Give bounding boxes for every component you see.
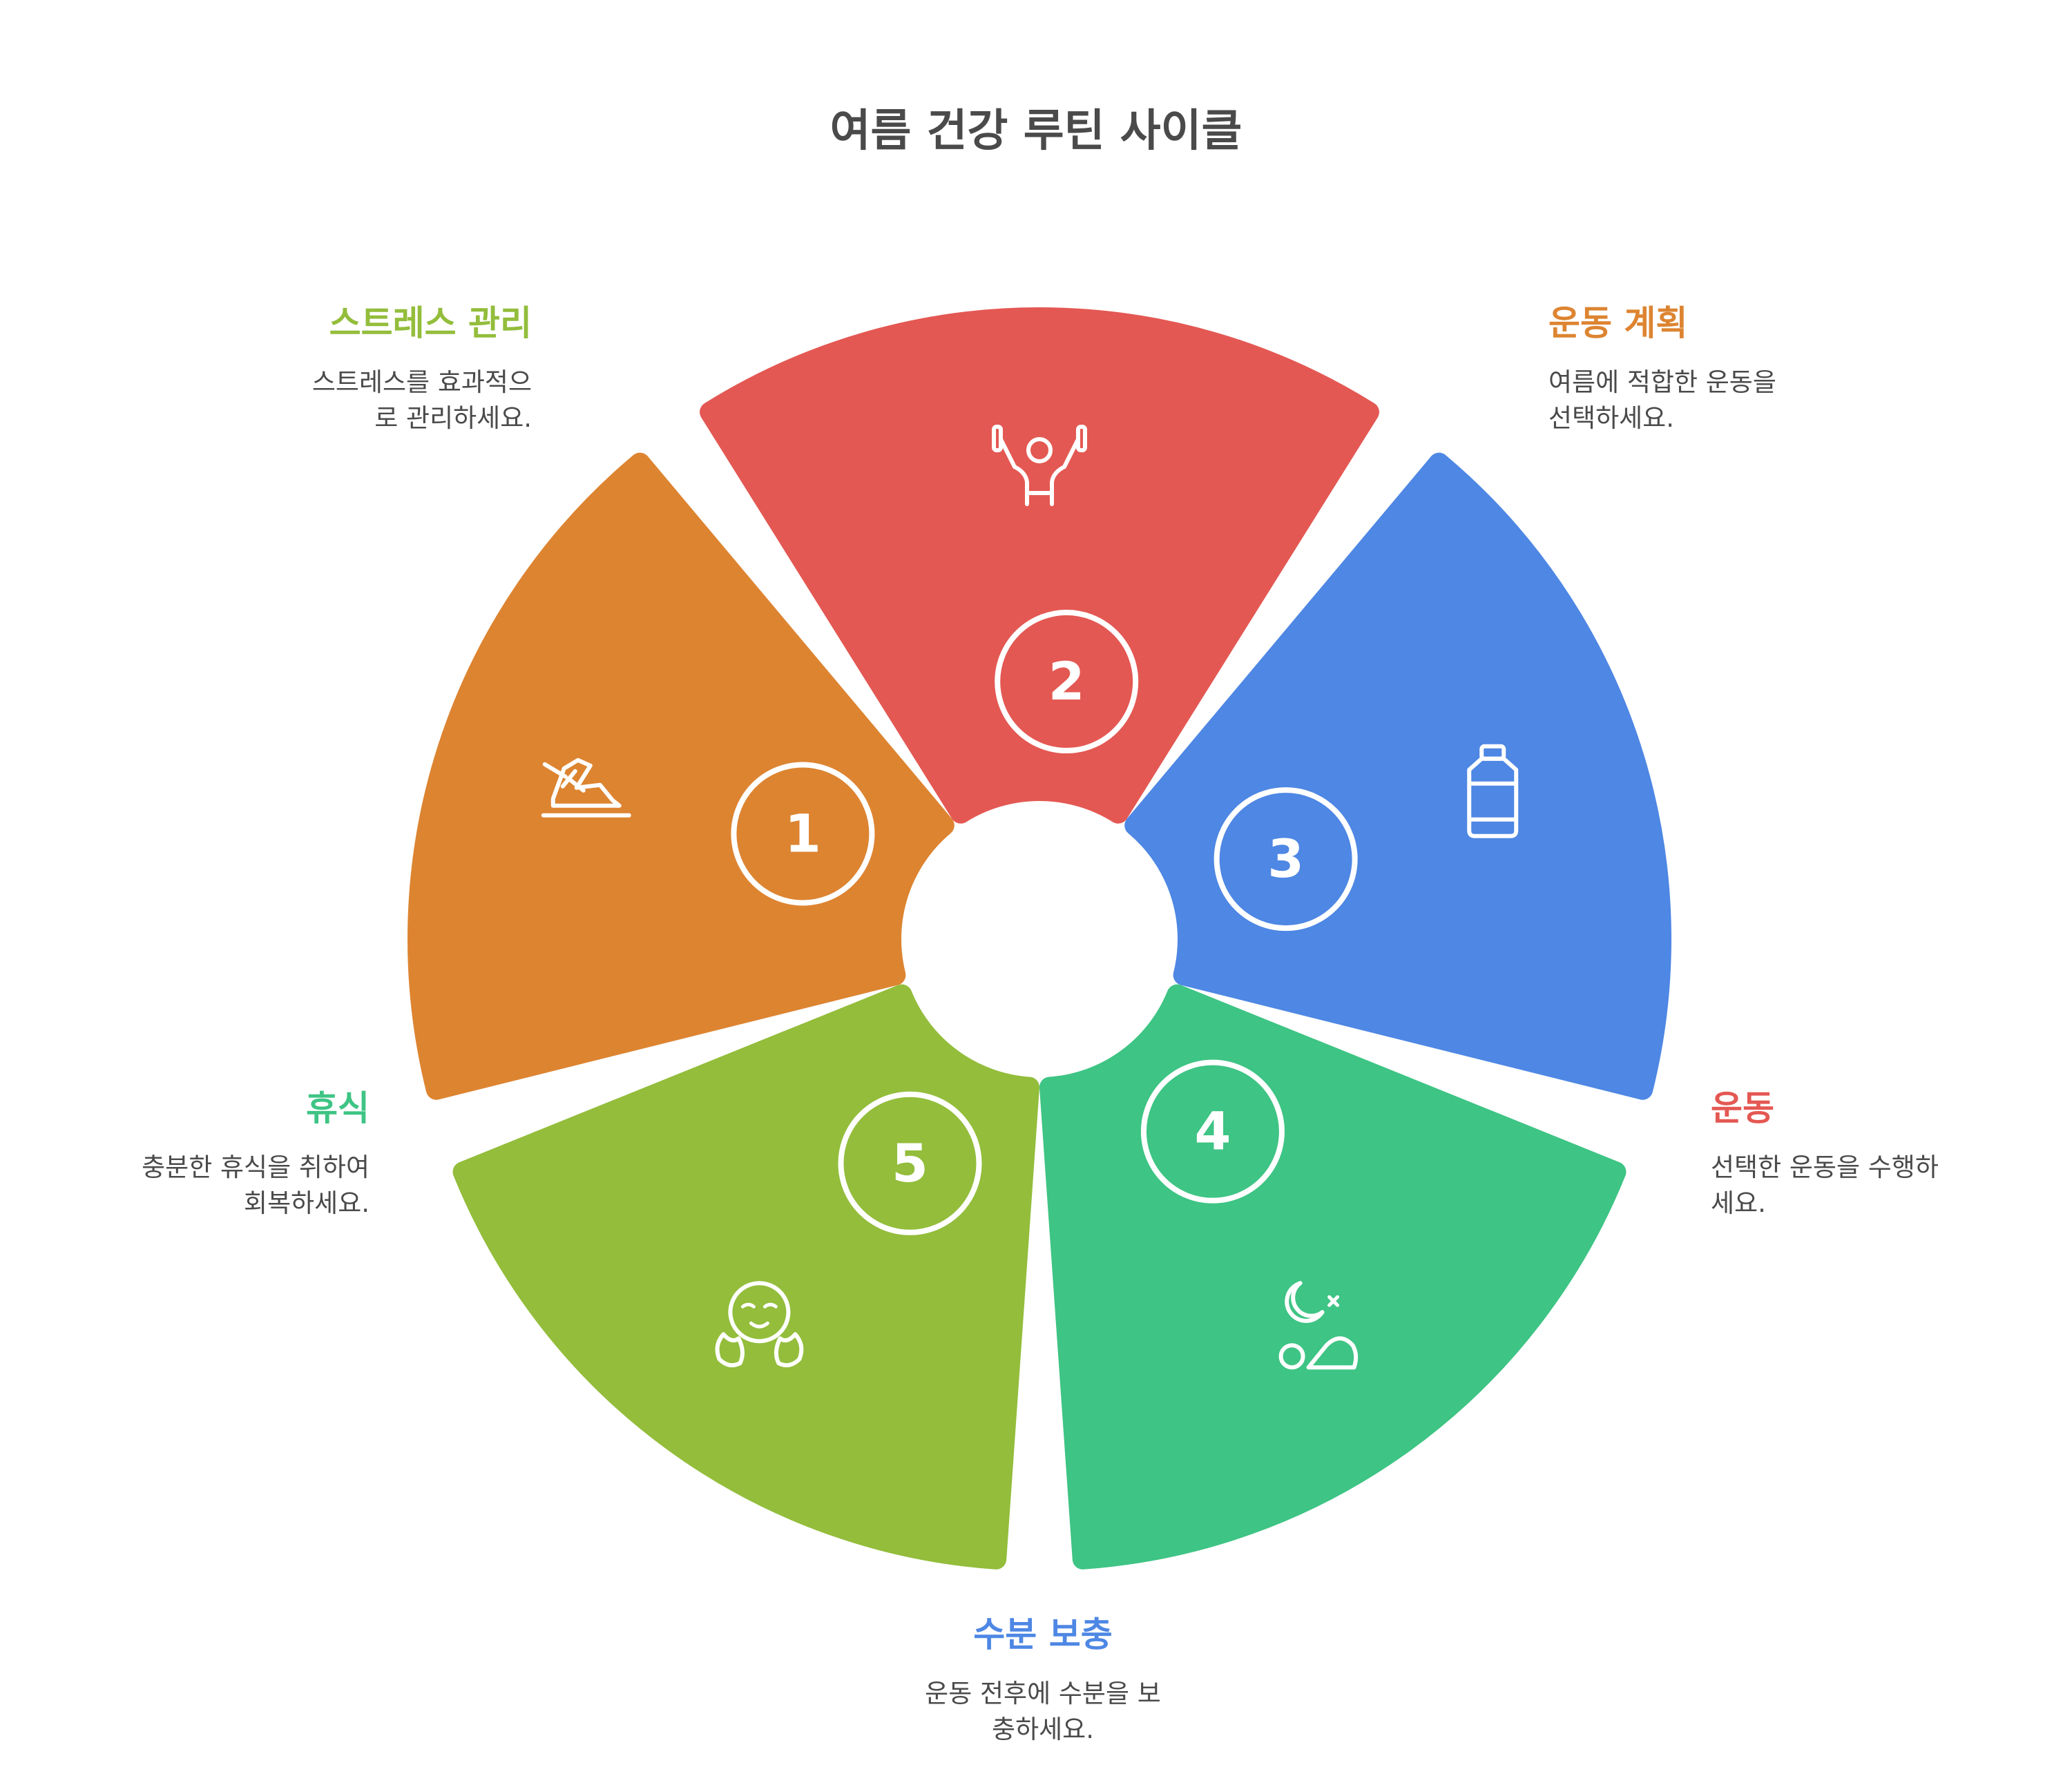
step-5-description: 스트레스를 효과적으 로 관리하세요. bbox=[166, 365, 532, 436]
running-shoe-icon bbox=[541, 758, 631, 818]
step-5-badge bbox=[838, 1091, 982, 1235]
step-3-desc-line-2: 충하세요. bbox=[992, 1715, 1094, 1744]
step-1-desc-line-1: 여름에 적합한 운동을 bbox=[1548, 367, 1776, 397]
step-2-number: 2 bbox=[1048, 650, 1085, 712]
step-3-label: 수분 보충 운동 전후에 수분을 보 충하세요. bbox=[829, 1612, 1257, 1748]
step-2-desc-line-1: 선택한 운동을 수행하 bbox=[1711, 1152, 1939, 1182]
step-5-label: 스트레스 관리 스트레스를 효과적으 로 관리하세요. bbox=[166, 301, 532, 436]
step-5-number: 5 bbox=[892, 1132, 928, 1194]
sleeping-person-moon-icon bbox=[1278, 1281, 1359, 1370]
diagram-title: 여름 건강 루틴 사이클 bbox=[829, 106, 1243, 157]
step-4-segment bbox=[1039, 984, 1627, 1570]
step-3-description: 운동 전후에 수분을 보 충하세요. bbox=[829, 1676, 1257, 1748]
step-2-label: 운동 선택한 운동을 수행하 세요. bbox=[1711, 1086, 2042, 1222]
step-1-description: 여름에 적합한 운동을 선택하세요. bbox=[1548, 365, 1908, 436]
step-2-desc-line-2: 세요. bbox=[1711, 1188, 1766, 1218]
step-3-segment bbox=[1124, 452, 1672, 1100]
step-4-description: 충분한 휴식을 취하여 회복하세요. bbox=[41, 1150, 370, 1222]
step-5-desc-line-2: 로 관리하세요. bbox=[374, 403, 532, 433]
step-1-number: 1 bbox=[785, 802, 821, 864]
step-2-badge bbox=[995, 610, 1139, 754]
step-1-title: 운동 계획 bbox=[1548, 303, 1688, 343]
step-4-desc-line-1: 충분한 휴식을 취하여 bbox=[142, 1152, 370, 1182]
step-5-title: 스트레스 관리 bbox=[329, 303, 532, 343]
step-3-number: 3 bbox=[1267, 828, 1304, 889]
step-1-segment bbox=[407, 452, 955, 1100]
step-3-badge bbox=[1214, 787, 1358, 932]
step-4-title: 휴식 bbox=[306, 1088, 370, 1128]
weightlifting-person-icon bbox=[992, 425, 1087, 506]
step-4-number: 4 bbox=[1194, 1101, 1231, 1162]
step-3-desc-line-1: 운동 전후에 수분을 보 bbox=[925, 1679, 1161, 1708]
relaxed-face-icon bbox=[715, 1281, 804, 1368]
step-4-desc-line-2: 회복하세요. bbox=[244, 1188, 370, 1218]
step-3-title: 수분 보충 bbox=[973, 1614, 1113, 1654]
step-2-title: 운동 bbox=[1711, 1088, 1774, 1128]
step-2-description: 선택한 운동을 수행하 세요. bbox=[1711, 1150, 2042, 1222]
step-5-desc-line-1: 스트레스를 효과적으 bbox=[311, 367, 532, 397]
step-5-segment bbox=[452, 984, 1039, 1570]
step-1-label: 운동 계획 여름에 적합한 운동을 선택하세요. bbox=[1548, 301, 1908, 436]
step-2-segment bbox=[700, 307, 1379, 824]
step-1-badge bbox=[731, 762, 875, 906]
step-1-desc-line-2: 선택하세요. bbox=[1548, 403, 1674, 433]
step-4-label: 휴식 충분한 휴식을 취하여 회복하세요. bbox=[41, 1086, 370, 1222]
step-4-badge bbox=[1140, 1059, 1285, 1204]
water-bottle-icon bbox=[1467, 744, 1519, 838]
